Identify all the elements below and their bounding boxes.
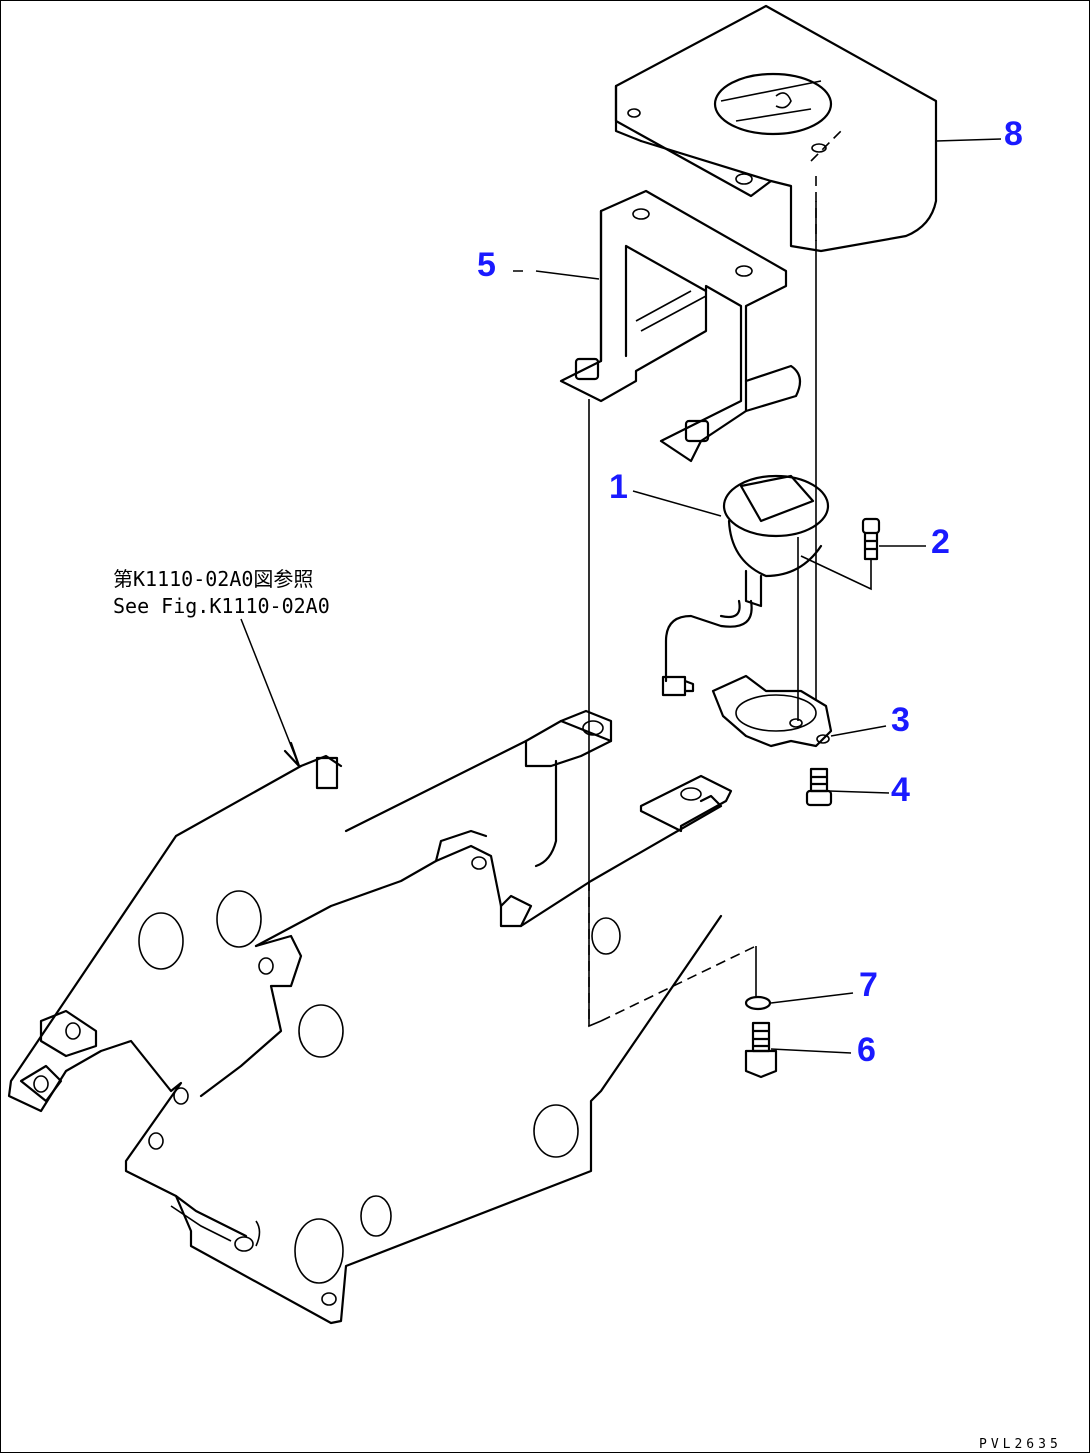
frame-base [7,709,733,1325]
part-2-screw [861,517,881,561]
part-7-washer [744,995,772,1011]
part-8-cover [614,4,938,253]
reference-note: 第K1110-02A0図参照 See Fig.K1110-02A0 [113,567,330,618]
reference-note-en: See Fig.K1110-02A0 [113,594,330,618]
part-5-bracket [559,189,802,463]
part-3-gasket [711,674,833,748]
callout-6: 6 [857,1031,876,1069]
part-1-switch [661,474,830,697]
callout-7: 7 [859,966,878,1004]
callout-8: 8 [1004,115,1023,153]
part-4-screw [805,767,833,807]
part-6-bolt [744,1021,778,1079]
assembly-lines [588,176,872,1028]
callout-labels: 1 2 3 4 5 6 7 8 [477,115,1023,1069]
leader-lines [240,138,1002,1054]
callout-3: 3 [891,701,910,739]
drawing-code: PVL2635 [979,1437,1062,1452]
callout-5: 5 [477,246,496,284]
callout-2: 2 [931,523,950,561]
callout-4: 4 [891,771,910,809]
reference-note-jp: 第K1110-02A0図参照 [113,567,313,591]
callout-1: 1 [609,468,628,506]
